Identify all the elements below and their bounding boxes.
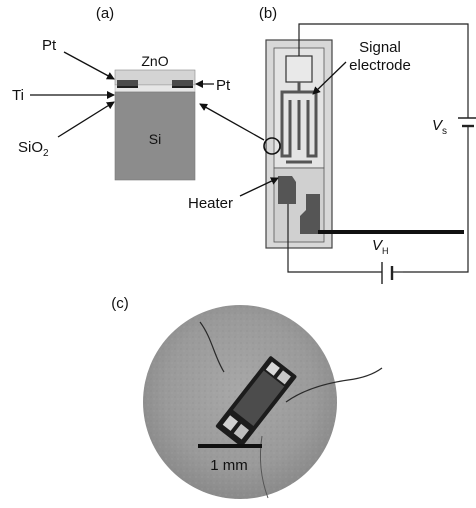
signal-electrode-label-line2: electrode [349,57,411,74]
pt-label-right: Pt [216,77,231,94]
heater-label: Heater [188,195,233,212]
heater-arrow [239,177,279,197]
zno-label: ZnO [141,53,168,69]
si-label: Si [149,131,161,147]
panel-a-label: (a) [96,5,114,22]
vs-wire-top [298,23,469,118]
panel-b-label: (b) [259,5,277,22]
photo-wire-top [199,321,225,373]
photo-chip-pad-2 [276,370,291,385]
photo-chip-membrane [232,370,285,426]
vs-label-sub: s [442,126,447,137]
panel-b: (b) Signal electrode Heater [188,5,476,284]
magnified-spot-marker [263,137,281,155]
heater-pad-right [300,194,320,234]
sio2-label-base: SiO [18,139,43,156]
signal-electrode-arrow [312,61,347,95]
sio2-label: SiO2 [18,139,49,159]
ti-layer-left [117,86,138,88]
vs-label-main: V [432,117,444,134]
photo-wire-right [285,367,383,403]
pt-arrow-left [63,51,115,80]
vs-wire-right [403,126,469,273]
pt-electrode-left [117,80,138,87]
pt-label-left: Pt [42,37,57,54]
sio2-label-sub: 2 [43,148,49,159]
vh-label-sub: H [382,246,389,256]
magnify-arrow [199,103,265,141]
panel-a: (a) ZnO Si Pt Ti SiO2 Pt [12,5,231,181]
photo-chip-pad-4 [233,423,250,440]
vh-wire-bottom [287,204,382,273]
photo-chip [215,356,297,447]
sio2-arrow [57,101,115,138]
panel-c-label: (c) [111,295,129,312]
vs-label: Vs [432,117,447,137]
heater-pad-left [278,176,296,204]
ti-layer-right [172,86,193,88]
signal-pad [285,55,313,83]
photo-chip-pad-1 [265,361,280,376]
panel-c: (c) 1 mm [111,295,383,499]
ti-label: Ti [12,87,24,104]
vh-label-main: V [372,237,384,254]
photo-wire-bottom [259,435,269,499]
scale-bar-label: 1 mm [210,457,248,474]
pt-electrode-right [172,80,193,87]
vh-label: VH [372,237,389,256]
si-substrate [114,91,196,181]
interdigitated-electrode [280,82,318,164]
signal-electrode-label-line1: Signal [359,39,401,56]
photo-chip-pad-3 [222,415,238,431]
